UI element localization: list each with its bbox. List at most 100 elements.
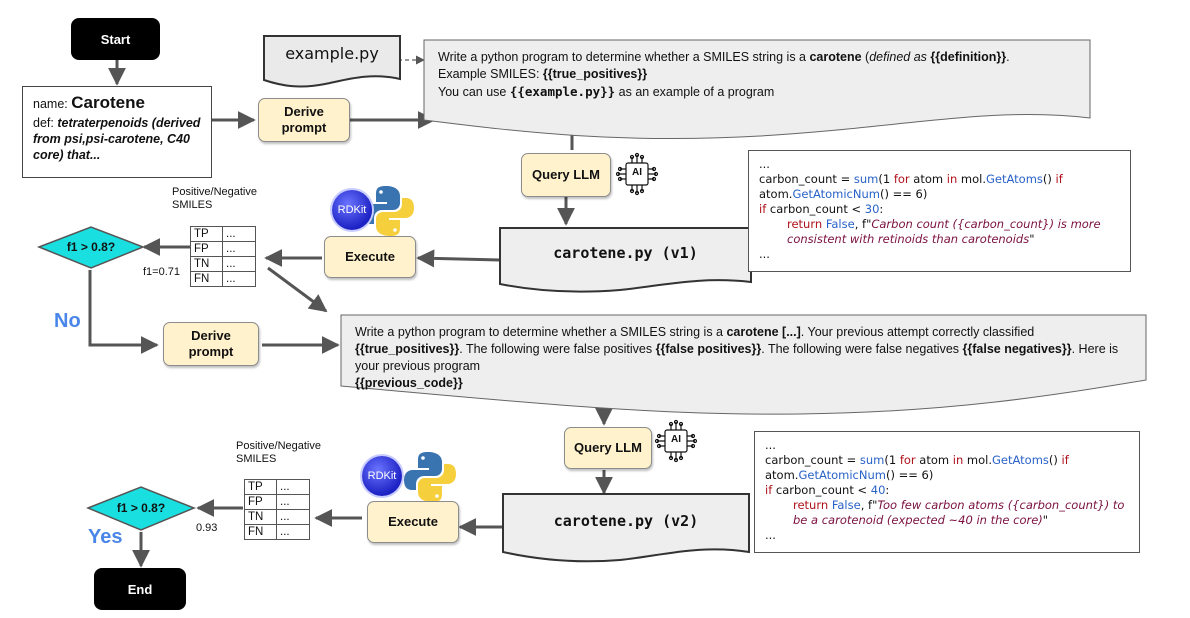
code2-tok: carbon_count < — [772, 483, 871, 497]
code2-tok: : — [885, 483, 890, 497]
code1-tok: () == 6) — [879, 187, 928, 201]
ai-chip-label-2: AI — [671, 434, 681, 445]
prompt1-shape — [423, 39, 1091, 140]
compound-name: Carotene — [71, 93, 145, 112]
query-llm-label-1: Query LLM — [532, 167, 600, 182]
prompt2-text: Write a python program to determine whet… — [355, 325, 727, 339]
code1-message: Carbon count ({carbon_count}) is more co… — [787, 217, 1101, 246]
example-file-shape — [263, 35, 401, 88]
code1-tok: mol. — [957, 172, 986, 186]
prompt2-text: . The following were false negatives — [761, 342, 963, 356]
matrix-row: FP... — [244, 494, 310, 510]
prompt1-text-a: Write a python program to determine whet… — [438, 50, 810, 64]
code2-tok: atom — [915, 453, 953, 467]
f1-value-2: 0.93 — [196, 522, 218, 534]
smiles-label-1: Positive/Negative SMILES — [172, 186, 257, 211]
prompt2-var: {{false positives}} — [655, 342, 762, 356]
prompt2-text: . Here is your previous program — [355, 342, 1119, 373]
prompt1-definition-var: {{definition}} — [926, 50, 1007, 64]
matrix-label: FN — [190, 271, 223, 287]
code2-tok: atom. — [765, 468, 799, 482]
code2-threshold: 40 — [870, 483, 886, 497]
carotene-definition-card: name: Carotene def: tetraterpenoids (der… — [22, 86, 212, 178]
decision-diamond-2 — [86, 486, 196, 531]
matrix-label: FP — [190, 241, 223, 257]
prompt1-text-f: . — [1006, 50, 1010, 64]
code1-tok: () — [1042, 172, 1056, 186]
matrix-row: FN... — [190, 271, 256, 287]
code1-tok: GetAtoms — [985, 172, 1043, 186]
end-label: End — [127, 581, 153, 597]
matrix-cell: ... — [222, 226, 256, 242]
matrix-label: TP — [244, 479, 277, 495]
start-node: Start — [71, 18, 160, 60]
prompt-1-text: Write a python program to determine whet… — [428, 43, 1088, 107]
ai-chip-icon-1 — [615, 152, 659, 196]
code1-ellipsis-bottom: ... — [759, 247, 770, 261]
matrix-cell: ... — [276, 479, 310, 495]
prompt-2-text: Write a python program to determine whet… — [345, 318, 1145, 398]
name-prefix: name: — [33, 97, 68, 111]
derive-prompt-node-2: Derive prompt — [163, 322, 259, 366]
prompt2-text: . The following were false positives — [459, 342, 656, 356]
code2-ellipsis-top: ... — [765, 438, 776, 452]
file1-shape — [499, 227, 752, 293]
query-llm-node-2: Query LLM — [564, 427, 652, 469]
prompt1-example-label: Example SMILES: — [438, 67, 543, 81]
prompt2-keyword: carotene [...] — [726, 325, 801, 339]
matrix-row: TP... — [190, 226, 256, 242]
code1-tok: in — [946, 172, 958, 186]
matrix-label: TN — [244, 509, 277, 525]
arrow-matrix1-to-prompt2 — [267, 266, 328, 313]
prompt1-text-use: You can use — [438, 85, 510, 99]
code1-ellipsis-top: ... — [759, 157, 770, 171]
python-logo-icon-1 — [362, 186, 414, 236]
file2-shape — [502, 493, 750, 563]
rdkit-logo-icon-1: RDKit — [332, 190, 372, 230]
yes-label: Yes — [88, 526, 123, 548]
matrix-row: TP... — [244, 479, 310, 495]
code1-tok: GetAtomicNum — [792, 187, 880, 201]
decision-diamond-1 — [36, 226, 146, 269]
code1-tok: for — [893, 172, 910, 186]
prompt2-var: {{false negatives}} — [962, 342, 1072, 356]
rdkit-label-2: RDKit — [367, 470, 397, 482]
execute-node-1: Execute — [324, 236, 416, 278]
confusion-matrix-1: TP... FP... TN... FN... — [190, 226, 256, 287]
matrix-cell: ... — [222, 271, 256, 287]
prompt2-var: {{previous_code}} — [355, 376, 463, 390]
matrix-row: FN... — [244, 524, 310, 540]
matrix-label: FP — [244, 494, 277, 510]
matrix-row: FP... — [190, 241, 256, 257]
code2-tok: , f" — [860, 498, 878, 512]
code2-tok: (1 — [884, 453, 900, 467]
code2-tok: GetAtoms — [991, 453, 1049, 467]
code1-tok: (1 — [878, 172, 894, 186]
code1-tok: return — [787, 217, 823, 231]
code2-tok: " — [1042, 513, 1049, 527]
ai-chip-label-1: AI — [632, 167, 642, 178]
ai-chip-icon-2 — [654, 419, 698, 463]
confusion-matrix-2: TP... FP... TN... FN... — [244, 479, 310, 540]
def-prefix: def: — [33, 116, 54, 130]
code2-ellipsis-bottom: ... — [765, 528, 776, 542]
code2-tok: GetAtomicNum — [798, 468, 886, 482]
prompt1-keyword: carotene — [809, 50, 862, 64]
prompt2-var: {{true_positives}} — [355, 342, 460, 356]
smiles-label-2: Positive/Negative SMILES — [236, 440, 321, 465]
code1-tok: atom. — [759, 187, 793, 201]
start-label: Start — [100, 31, 131, 47]
decision-label-1: f1 > 0.8? — [66, 240, 116, 254]
rdkit-logo-icon-2: RDKit — [362, 456, 402, 496]
code1-tok: atom — [909, 172, 947, 186]
prompt1-example-var: {{example.py}} — [509, 84, 616, 99]
matrix-cell: ... — [222, 241, 256, 257]
code1-tok: " — [1029, 232, 1035, 246]
python-logo-icon-2 — [404, 452, 456, 502]
matrix-cell: ... — [276, 494, 310, 510]
query-llm-label-2: Query LLM — [574, 440, 642, 455]
code2-tok: mol. — [963, 453, 992, 467]
arrow-file1-to-execute1 — [416, 249, 501, 268]
